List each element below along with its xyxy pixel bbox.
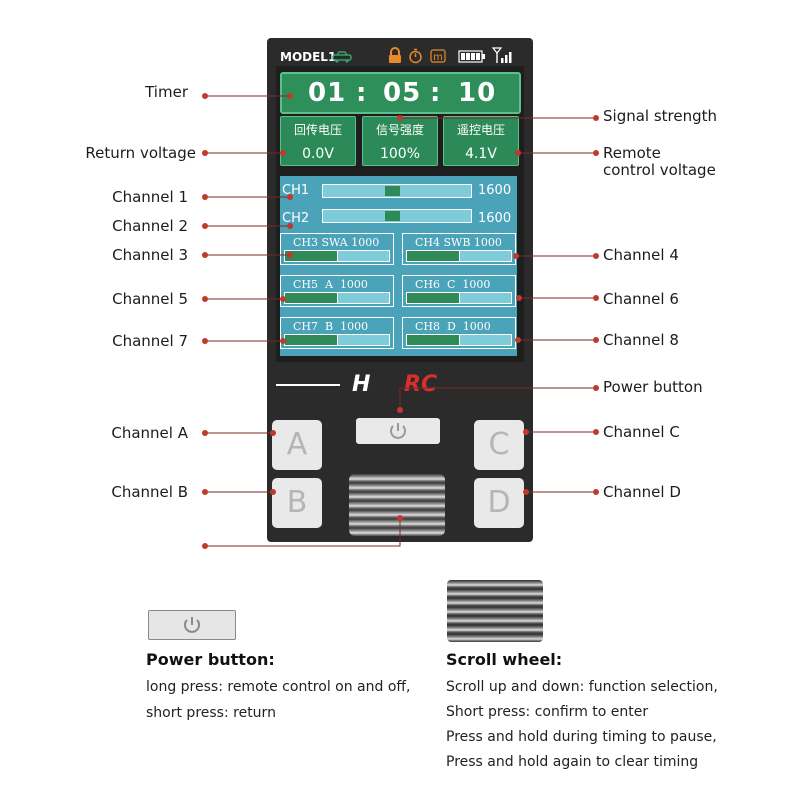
timer-seconds: 10 (458, 78, 497, 108)
channel-c-button[interactable]: C (474, 420, 524, 470)
stopwatch-icon (409, 48, 422, 64)
callout-channel-6: Channel 6 (603, 290, 679, 308)
timer-hours: 01 (308, 78, 347, 108)
callout-power-button: Power button (603, 378, 703, 396)
battery-icon (458, 50, 485, 63)
scroll-wheel-desc-3: Press and hold during timing to pause, (446, 729, 717, 745)
remote-voltage-title: 遥控电压 (456, 123, 505, 137)
m-icon: m (430, 49, 446, 63)
ch5-box: CH5 A 1000 (280, 275, 394, 307)
ch1-bar-fill (385, 186, 400, 196)
power-icon (390, 423, 406, 439)
ch6-text: CH6 C 1000 (415, 278, 491, 291)
ch8-bar-fill (407, 335, 459, 345)
channel-d-button[interactable]: D (474, 478, 524, 528)
callout-channel-d: Channel D (603, 483, 681, 501)
scroll-wheel-sample (447, 580, 543, 642)
callout-channel-c: Channel C (603, 423, 680, 441)
scroll-wheel-heading: Scroll wheel: (446, 650, 563, 669)
brand-logo-rc: RC (404, 372, 438, 397)
ch2-bar (322, 209, 472, 223)
return-voltage-value: 0.0V (302, 146, 334, 162)
brand-logo-h: H (352, 372, 371, 397)
callout-channel-b: Channel B (111, 483, 188, 501)
ch6-bar-fill (407, 293, 459, 303)
ch2-bar-fill (385, 211, 400, 221)
ch4-box: CH4 SWB 1000 (402, 233, 516, 265)
timer-minutes: 05 (383, 78, 422, 108)
callout-return-voltage: Return voltage (85, 144, 196, 162)
scroll-wheel-desc-1: Scroll up and down: function selection, (446, 679, 718, 695)
callout-channel-8: Channel 8 (603, 331, 679, 349)
ch7-box: CH7 B 1000 (280, 317, 394, 349)
return-voltage-title: 回传电压 (293, 123, 342, 137)
callout-signal-strength: Signal strength (603, 107, 718, 125)
callout-channel-3: Channel 3 (112, 246, 188, 264)
ch5-text: CH5 A 1000 (293, 278, 368, 291)
ch4-bar-fill (407, 251, 459, 261)
ch1-label: CH1 (282, 183, 310, 198)
model-name: MODEL1 (280, 50, 337, 64)
callout-timer: Timer (145, 83, 188, 101)
channel-panel: CH1 1600 CH2 1600 CH3 SWA 1000 CH4 SWB 1… (280, 176, 517, 356)
signal-strength-value: 100% (379, 146, 421, 162)
timer-separator: : (356, 78, 368, 108)
signal-strength-box: 信号强度 100% (362, 116, 438, 166)
ch3-text: CH3 SWA 1000 (293, 236, 380, 249)
power-icon (184, 617, 200, 633)
callout-channel-2: Channel 2 (112, 217, 188, 235)
ch3-bar-fill (285, 251, 337, 261)
callout-channel-5: Channel 5 (112, 290, 188, 308)
callout-channel-7: Channel 7 (112, 332, 188, 350)
ch7-text: CH7 B 1000 (293, 320, 369, 333)
remote-voltage-box: 遥控电压 4.1V (443, 116, 519, 166)
callout-channel-1: Channel 1 (112, 188, 188, 206)
ch2-label: CH2 (282, 211, 310, 226)
signal-icon (492, 47, 512, 63)
ch8-box: CH8 D 1000 (402, 317, 516, 349)
timer-separator: : (430, 78, 442, 108)
callout-channel-4: Channel 4 (603, 246, 679, 264)
ch8-text: CH8 D 1000 (415, 320, 491, 333)
callout-remote-voltage-line2: control voltage (603, 161, 716, 179)
car-icon (332, 51, 352, 63)
brand-divider (276, 384, 340, 386)
scroll-wheel-desc-4: Press and hold again to clear timing (446, 754, 699, 770)
lock-icon (389, 47, 401, 63)
power-button-heading: Power button: (146, 650, 275, 669)
channel-a-button[interactable]: A (272, 420, 322, 470)
remote-voltage-value: 4.1V (465, 146, 497, 162)
scroll-wheel-desc-2: Short press: confirm to enter (446, 704, 649, 720)
channel-b-button[interactable]: B (272, 478, 322, 528)
status-bar: MODEL1 m (276, 46, 526, 68)
callout-channel-a: Channel A (111, 424, 188, 442)
ch7-bar-fill (285, 335, 337, 345)
power-button-desc-1: long press: remote control on and off, (146, 679, 411, 695)
svg-text:m: m (433, 52, 443, 63)
signal-strength-title: 信号强度 (375, 123, 424, 137)
timer-display: 01 : 05 : 10 (280, 72, 521, 114)
ch1-bar (322, 184, 472, 198)
ch2-value: 1600 (478, 211, 512, 226)
power-button-desc-2: short press: return (146, 705, 276, 721)
scroll-wheel[interactable] (349, 474, 445, 536)
callout-remote-voltage-line1: Remote (603, 144, 661, 162)
ch3-box: CH3 SWA 1000 (280, 233, 394, 265)
ch6-box: CH6 C 1000 (402, 275, 516, 307)
power-button[interactable] (356, 418, 440, 444)
ch4-text: CH4 SWB 1000 (415, 236, 502, 249)
power-button-sample (148, 610, 236, 640)
ch1-value: 1600 (478, 183, 512, 198)
return-voltage-box: 回传电压 0.0V (280, 116, 356, 166)
ch5-bar-fill (285, 293, 337, 303)
